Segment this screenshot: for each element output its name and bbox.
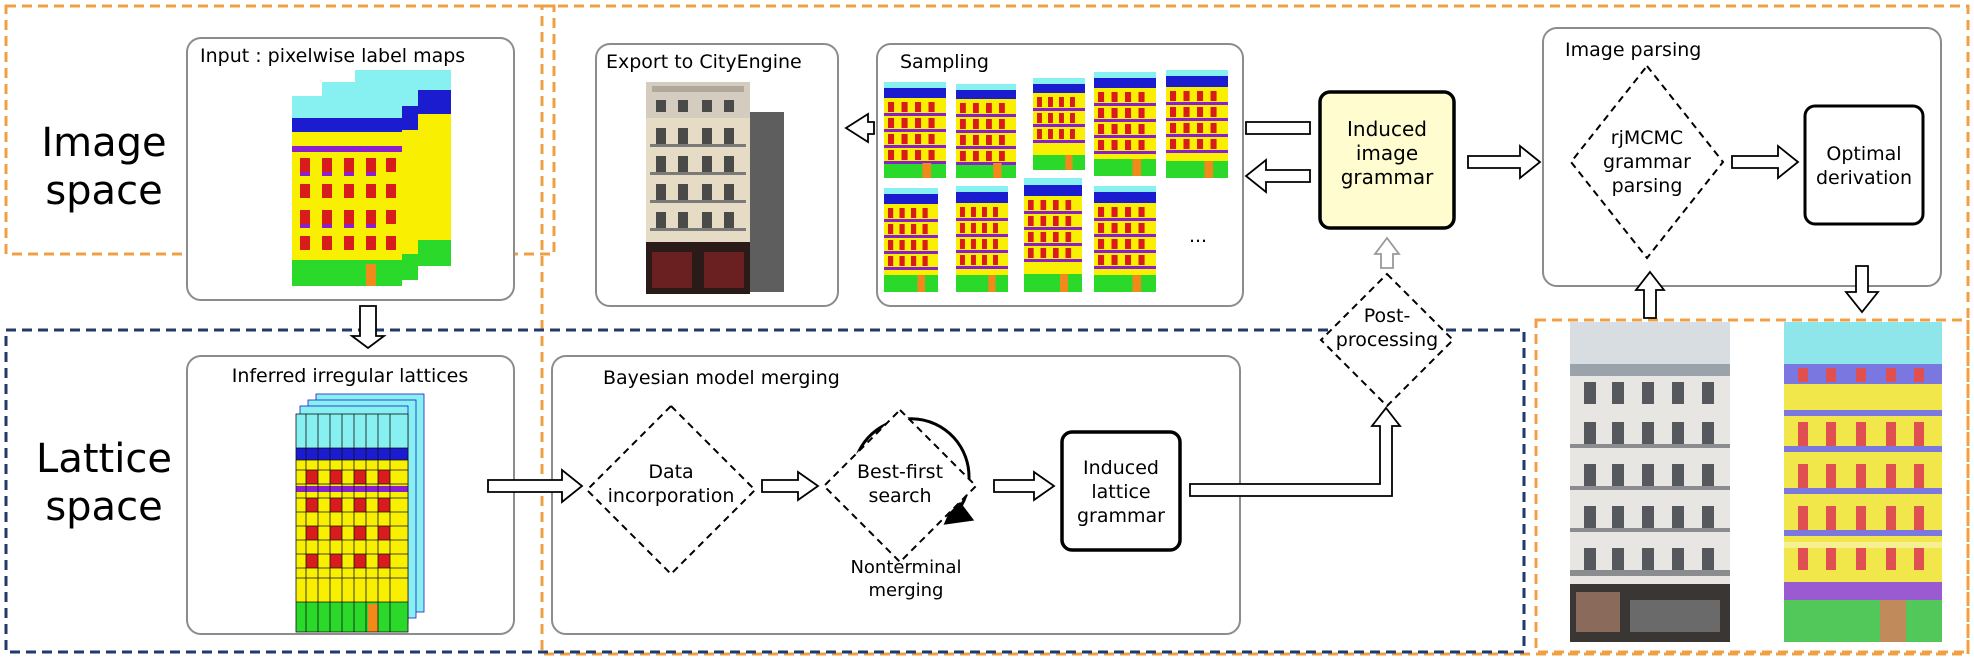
optimal-derivation-node bbox=[1803, 104, 1925, 226]
arrow-best-to-lattice bbox=[993, 470, 1056, 502]
data-incorporation-line2: incorporation bbox=[608, 485, 735, 507]
rjmcmc-node bbox=[1569, 64, 1725, 260]
arrow-optimal-to-output bbox=[1844, 265, 1880, 314]
arrow-rjmcmc-to-optimal bbox=[1731, 144, 1800, 180]
sampled-facade bbox=[884, 82, 946, 178]
lattice-space-label-2: space bbox=[45, 484, 162, 530]
sampled-facade bbox=[1166, 70, 1228, 178]
sampled-facade bbox=[884, 188, 938, 292]
sampling-panel-title: Sampling bbox=[900, 51, 989, 73]
sampled-facade bbox=[1094, 186, 1156, 292]
parsed-output-image bbox=[1784, 322, 1942, 642]
rjmcmc-line1: rjMCMC bbox=[1611, 127, 1683, 149]
export-panel-title: Export to CityEngine bbox=[606, 51, 802, 73]
arrow-input-to-lattice bbox=[349, 305, 387, 350]
induced-lattice-line3: grammar bbox=[1077, 505, 1165, 527]
induced-image-grammar-line1: Induced bbox=[1347, 117, 1427, 141]
best-first-line1: Best-first bbox=[857, 461, 943, 483]
rjmcmc-line2: grammar bbox=[1603, 151, 1691, 173]
best-first-search-node bbox=[822, 408, 978, 564]
inferred-lattice-stack bbox=[295, 393, 425, 633]
best-first-line2: search bbox=[868, 485, 931, 507]
sampled-facade bbox=[956, 186, 1008, 292]
arrow-postprocessing-to-grammar bbox=[1373, 236, 1401, 269]
inferred-lattices-title: Inferred irregular lattices bbox=[232, 365, 469, 387]
image-space-label-2: space bbox=[45, 168, 162, 214]
lattice-space-label: Lattice bbox=[36, 436, 172, 482]
input-panel-title: Input : pixelwise label maps bbox=[200, 45, 465, 67]
induced-image-grammar-line3: grammar bbox=[1341, 165, 1434, 189]
sampled-facades bbox=[884, 70, 1228, 292]
induced-lattice-line2: lattice bbox=[1091, 481, 1150, 503]
sampling-ellipsis: ... bbox=[1189, 225, 1207, 247]
sampled-facade bbox=[1094, 72, 1156, 176]
arrow-lattice-to-postprocessing bbox=[1189, 406, 1402, 497]
arrow-sampling-to-grammar bbox=[1244, 158, 1311, 194]
arrow-grammar-to-parsing bbox=[1467, 144, 1542, 180]
induced-lattice-grammar-node bbox=[1060, 430, 1182, 552]
post-processing-line2: processing bbox=[1336, 329, 1438, 351]
optimal-line2: derivation bbox=[1816, 167, 1912, 189]
input-label-maps bbox=[292, 70, 451, 286]
induced-lattice-line1: Induced bbox=[1083, 457, 1159, 479]
image-space-frame bbox=[4, 4, 556, 256]
arrow-photo-to-parsing bbox=[1634, 270, 1666, 319]
data-incorporation-line1: Data bbox=[648, 461, 693, 483]
nonterminal-line1: Nonterminal bbox=[850, 557, 961, 578]
nonterminal-line2: merging bbox=[869, 580, 944, 601]
image-parsing-panel-title: Image parsing bbox=[1565, 39, 1701, 61]
input-photo bbox=[1570, 322, 1730, 642]
arrow-sampling-to-export bbox=[844, 112, 875, 144]
block-arrows bbox=[349, 112, 1880, 504]
rjmcmc-line3: parsing bbox=[1612, 175, 1683, 197]
output-frame bbox=[1534, 318, 1970, 654]
lattice-space-frame bbox=[4, 328, 1526, 654]
sampled-facade bbox=[956, 84, 1016, 178]
image-space-label: Image bbox=[41, 120, 166, 166]
sampled-facade bbox=[1024, 178, 1082, 292]
bayesian-panel-title: Bayesian model merging bbox=[603, 367, 840, 389]
arrow-lattice-to-data bbox=[487, 468, 584, 504]
post-processing-line1: Post- bbox=[1364, 305, 1411, 327]
induced-image-grammar-line2: image bbox=[1356, 141, 1418, 165]
optimal-line1: Optimal bbox=[1826, 143, 1901, 165]
arrow-grammar-to-sampling bbox=[1245, 121, 1311, 135]
cityengine-building-image bbox=[646, 82, 784, 294]
arrow-data-to-best bbox=[761, 470, 820, 502]
data-incorporation-node bbox=[585, 404, 757, 576]
post-processing-node bbox=[1319, 272, 1455, 408]
sampled-facade bbox=[1033, 78, 1085, 170]
induced-image-grammar-node bbox=[1318, 90, 1456, 230]
